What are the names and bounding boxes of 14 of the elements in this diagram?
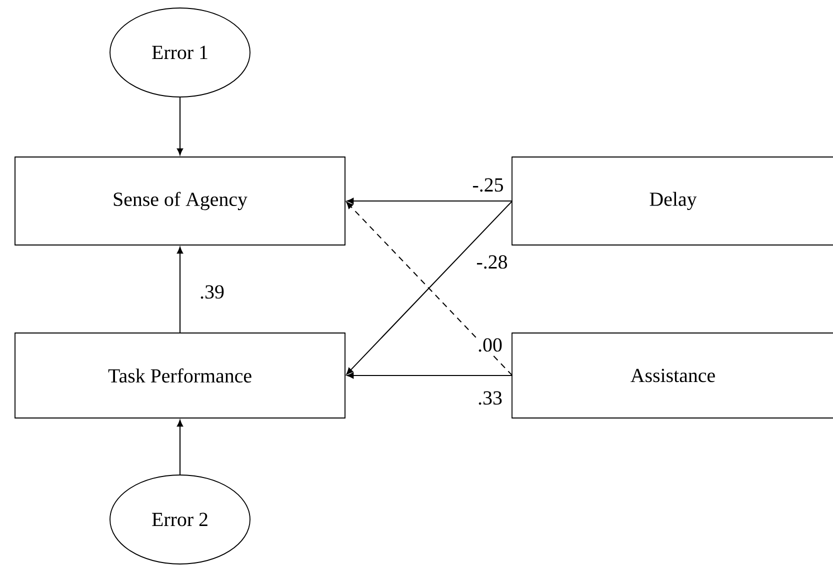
arrow <box>346 372 512 379</box>
variable-box: Task Performance <box>14 332 346 418</box>
edge-label: -.28 <box>475 254 509 270</box>
variable-box: Assistance <box>512 332 833 418</box>
variable-box: Sense of Agency <box>14 156 346 246</box>
arrow <box>346 198 512 204</box>
edge-label: -.25 <box>471 177 505 193</box>
edge-label: .00 <box>476 337 504 353</box>
arrow <box>176 97 184 156</box>
variable-box: Delay <box>512 156 833 246</box>
edge-label: .33 <box>476 390 504 406</box>
arrow <box>176 420 184 475</box>
edge-label: .39 <box>198 284 226 300</box>
arrow <box>176 246 184 333</box>
